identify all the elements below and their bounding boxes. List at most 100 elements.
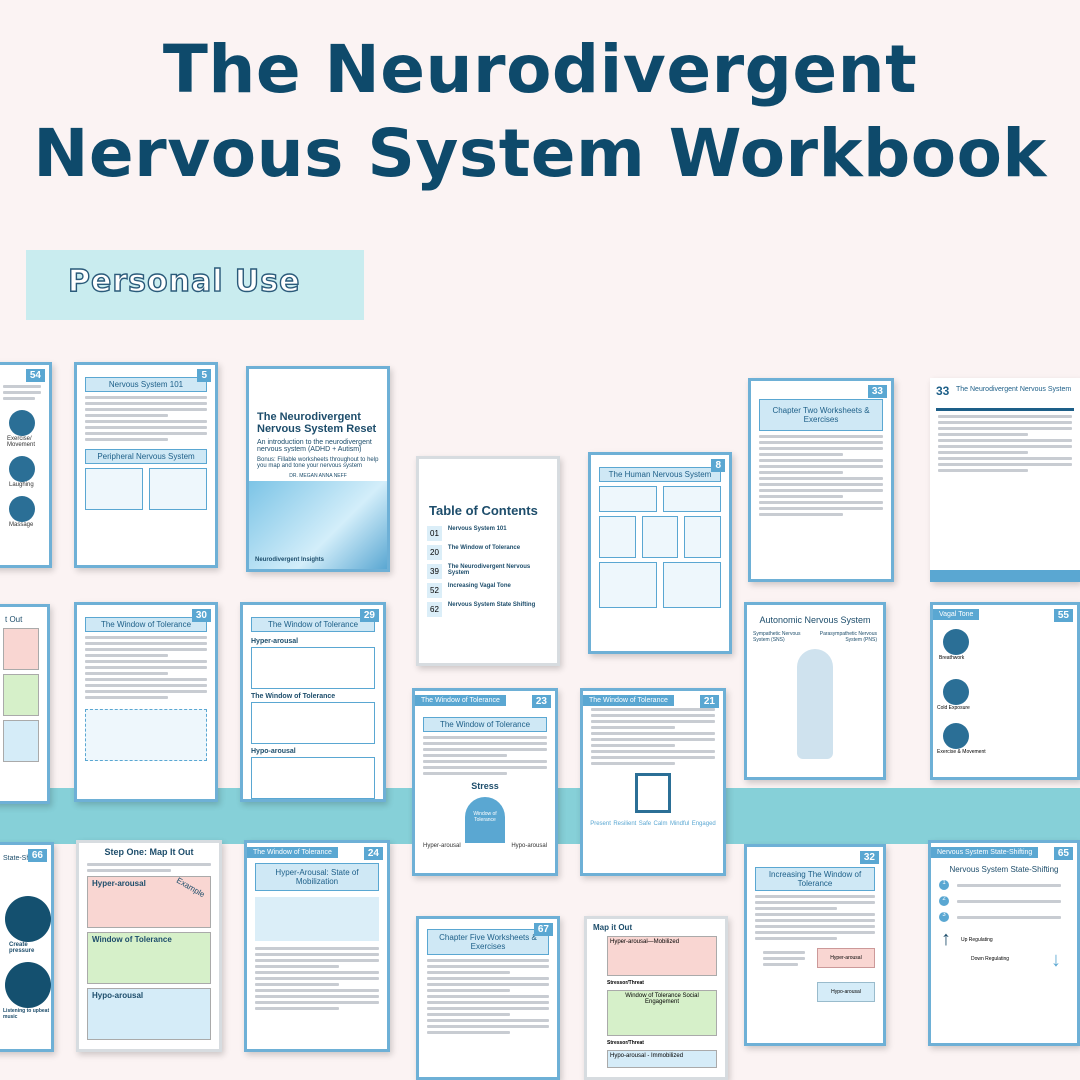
page-67-chapter-five: 67 Chapter Five Worksheets & Exercises xyxy=(416,916,560,1080)
page-number: 33 xyxy=(867,385,887,398)
row-window: Window of Tolerance xyxy=(92,935,172,944)
step-1: 1 xyxy=(939,880,949,890)
section-heading: The Window of Tolerance xyxy=(423,717,547,732)
massage-label: Massage xyxy=(9,522,34,528)
page-23-window-of-tolerance: 23 The Window of Tolerance The Window of… xyxy=(412,688,558,876)
page-24-hyper-arousal: 24 The Window of Tolerance Hyper-Arousal… xyxy=(244,840,390,1052)
exercise-icon xyxy=(9,410,35,436)
row-hyper: Hyper-arousal xyxy=(92,879,146,888)
word-mindful: Mindful xyxy=(669,821,690,827)
section-title: Nervous System State-Shifting xyxy=(949,865,1059,874)
page-number: 55 xyxy=(1053,609,1073,622)
toc-label-2: The Window of Tolerance xyxy=(447,545,521,551)
map-it-out-page: Map it Out Hyper-arousal—Mobilized Stres… xyxy=(584,916,728,1080)
page-number: 29 xyxy=(359,609,379,622)
breathwork-label: Breathwork xyxy=(939,655,965,661)
map-title: Map it Out xyxy=(593,923,633,932)
toc-num-2: 20 xyxy=(427,545,442,560)
step-one-map-it-out-page: Step One: Map It Out Hyper-arousal Examp… xyxy=(76,840,222,1052)
badge-label: Personal Use xyxy=(67,263,301,299)
word-present: Present xyxy=(590,821,611,827)
page-heading: The Window of Tolerance xyxy=(85,617,207,632)
ans-title: Autonomic Nervous System xyxy=(759,615,871,625)
page-number: 24 xyxy=(363,847,383,860)
personal-use-badge: Personal Use xyxy=(26,250,364,320)
hyper-arousal-label: Hyper-arousal xyxy=(423,843,461,849)
breathwork-icon xyxy=(943,629,969,655)
page-number: 54 xyxy=(25,369,45,382)
page-55-vagal-tone: 55 Vagal Tone Breathwork Cold Exposure E… xyxy=(930,602,1080,780)
page-5-nervous-system-101: 5 Nervous System 101 Peripheral Nervous … xyxy=(74,362,218,568)
stress-label: Stress xyxy=(471,781,499,791)
page-33-chapter-two: 33 Chapter Two Worksheets & Exercises xyxy=(748,378,894,582)
step-2: 2 xyxy=(939,896,949,906)
page-number: 30 xyxy=(191,609,211,622)
page-heading: Nervous System State-Shifting xyxy=(931,847,1039,858)
toc-num-3: 39 xyxy=(427,564,442,579)
map-row-hyper: Hyper-arousal—Mobilized xyxy=(610,939,680,945)
toc-num-4: 52 xyxy=(427,583,442,598)
box-hyper: Hyper-arousal xyxy=(817,948,875,968)
page-66-state-shifting-partial: 66 State-Shifting Create pressure Listen… xyxy=(0,842,54,1052)
music-icon xyxy=(5,962,51,1008)
hypo-arousal-label: Hypo-arousal xyxy=(511,843,547,849)
section-heading: Hyper-Arousal: State of Mobilization xyxy=(255,863,379,891)
cover-art xyxy=(249,481,387,569)
laughing-label: Laughing xyxy=(9,482,34,488)
page-heading: The Window of Tolerance xyxy=(415,695,506,706)
pns-label: Parasympathetic Nervous System (PNS) xyxy=(819,631,877,643)
step-3: 3 xyxy=(939,912,949,922)
window-label: The Window of Tolerance xyxy=(251,693,336,700)
title-line-1: The Neurodivergent xyxy=(162,31,918,108)
page-number: 21 xyxy=(699,695,719,708)
page-heading: Chapter Two Worksheets & Exercises xyxy=(759,399,883,431)
down-regulating-label: Down Regulating xyxy=(971,956,1010,962)
page-heading: The Window of Tolerance xyxy=(247,847,338,858)
page-54-partial: 54 Exercise/ Movement Laughing Massage xyxy=(0,362,52,568)
word-resilient: Resilient xyxy=(613,821,637,827)
laughing-icon xyxy=(9,456,35,482)
sns-label: Sympathetic Nervous System (SNS) xyxy=(753,631,801,643)
cover-brand: Neurodivergent Insights xyxy=(255,557,325,563)
hypo-label: Hypo-arousal xyxy=(251,748,296,755)
pressure-label: Create pressure xyxy=(9,942,35,954)
page-number: 66 xyxy=(27,849,47,862)
hyper-label: Hyper-arousal xyxy=(251,638,299,645)
page-number: 5 xyxy=(197,369,211,382)
word-engaged: Engaged xyxy=(691,821,716,827)
page-number: 8 xyxy=(711,459,725,472)
page-heading: State-Shifting xyxy=(3,855,46,862)
music-label: Listening to upbeat music xyxy=(3,1008,50,1020)
up-regulating-label: Up Regulating xyxy=(961,937,993,943)
cover-author: DR. MEGAN ANNA NEFF xyxy=(289,473,347,479)
window-graphic: Window of Tolerance xyxy=(465,797,505,843)
page-number: 33 xyxy=(936,384,950,398)
cover-title: The Neurodivergent Nervous System Reset xyxy=(257,411,377,435)
page-heading: Vagal Tone xyxy=(933,609,980,620)
row-hypo: Hypo-arousal xyxy=(92,991,144,1000)
page-33-neurodivergent-ns: 33 The Neurodivergent Nervous System xyxy=(930,378,1080,582)
stressor-2: Stressor/Threat xyxy=(607,1040,644,1046)
up-arrow-icon: ↑ xyxy=(941,928,951,950)
stressor-1: Stressor/Threat xyxy=(607,980,644,986)
step1-title: Step One: Map It Out xyxy=(104,847,194,857)
page-32-increasing-window: 32 Increasing The Window of Tolerance Hy… xyxy=(744,844,886,1046)
toc-num-5: 62 xyxy=(427,602,442,617)
page-number: 23 xyxy=(531,695,551,708)
down-arrow-icon: ↓ xyxy=(1051,949,1061,971)
toc-num-1: 01 xyxy=(427,526,442,541)
toc-label-1: Nervous System 101 xyxy=(447,526,507,532)
page-number: 65 xyxy=(1053,847,1073,860)
body-figure xyxy=(797,649,833,759)
toc-label-5: Nervous System State Shifting xyxy=(447,602,536,608)
page-heading: Chapter Five Worksheets & Exercises xyxy=(427,929,549,955)
page-number: 67 xyxy=(533,923,553,936)
page-heading: The Window of Tolerance xyxy=(583,695,674,706)
autonomic-nervous-system-page: Autonomic Nervous System Sympathetic Ner… xyxy=(744,602,886,780)
page-65-state-shifting: 65 Nervous System State-Shifting Nervous… xyxy=(928,840,1080,1046)
page-heading: The Window of Tolerance xyxy=(251,617,375,632)
page-heading: The Human Nervous System xyxy=(599,467,721,482)
cold-exposure-label: Cold Exposure xyxy=(937,705,970,711)
map-row-hypo: Hypo-arousal - Immobilized xyxy=(610,1053,684,1059)
